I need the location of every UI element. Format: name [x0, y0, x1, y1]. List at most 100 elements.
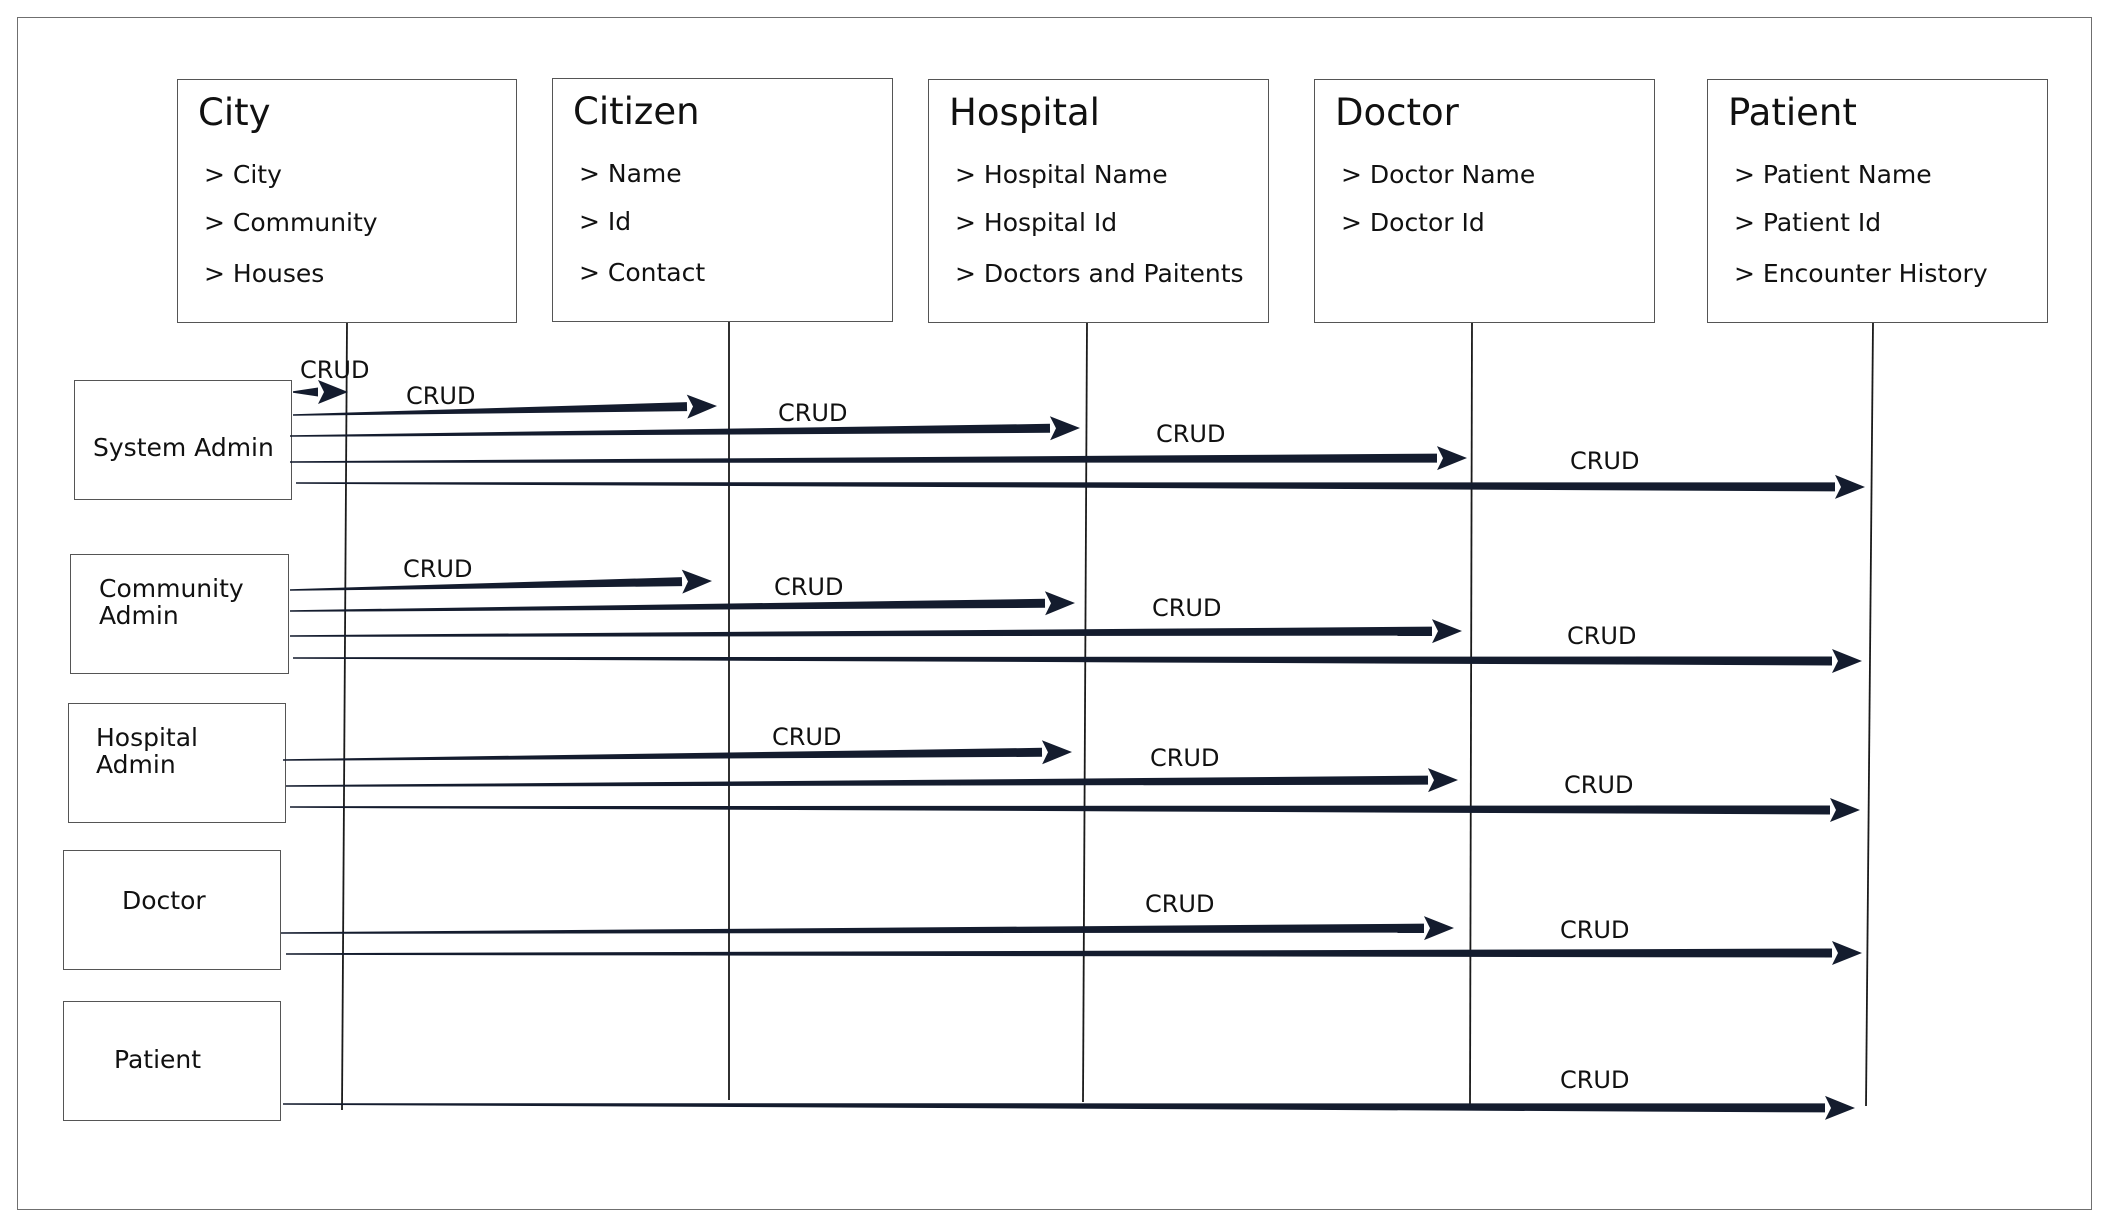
arrowhead [1436, 446, 1467, 471]
entity-attribute: > Doctor Name [1341, 160, 1536, 189]
entity-title: Hospital [949, 91, 1100, 134]
entity-attribute: > Doctor Id [1341, 208, 1485, 237]
message-arrow: CRUD [289, 771, 1860, 822]
message-label: CRUD [1150, 744, 1219, 772]
message-arrow: CRUD [280, 890, 1454, 941]
arrow-shaft [285, 948, 1833, 958]
entity-hospital: Hospital > Hospital Name > Hospital Id >… [928, 79, 1269, 323]
arrowhead [1423, 916, 1454, 941]
actor-label: Community [99, 574, 244, 603]
arrowhead [1044, 591, 1075, 616]
lifelines [341, 322, 1874, 1111]
entity-patient: Patient > Patient Name > Patient Id > En… [1707, 79, 2048, 323]
actor-label: Admin [99, 601, 179, 630]
arrow-shaft [292, 402, 688, 416]
arrowhead [686, 394, 717, 419]
actor-label: Hospital [96, 723, 199, 752]
arrowhead [1049, 416, 1080, 441]
arrow-shaft [285, 775, 1429, 787]
lifeline-city [341, 322, 348, 1111]
actor-system-admin: System Admin [74, 380, 292, 500]
arrowhead [1831, 941, 1862, 966]
entity-attribute: > Patient Name [1734, 160, 1932, 189]
message-label: CRUD [1156, 420, 1225, 448]
message-label: CRUD [406, 382, 475, 410]
arrowhead [1829, 797, 1860, 822]
arrowhead [1831, 648, 1862, 673]
message-arrow: CRUD [289, 399, 1080, 441]
actor-label: System Admin [93, 433, 274, 462]
arrow-shaft [289, 805, 1831, 815]
message-label: CRUD [300, 356, 369, 384]
message-label: CRUD [1570, 447, 1639, 475]
arrowhead [1041, 740, 1072, 765]
message-arrow: CRUD [293, 356, 369, 404]
entity-attribute: > Name [579, 159, 682, 188]
message-label: CRUD [772, 723, 841, 751]
message-arrow: CRUD [289, 594, 1462, 644]
message-arrow: CRUD [282, 1066, 1855, 1120]
entity-attribute: > Community [204, 208, 378, 237]
entity-title: City [198, 91, 271, 134]
entity-doctor: Doctor > Doctor Name > Doctor Id [1314, 79, 1655, 323]
arrow-shaft [289, 423, 1051, 437]
message-label: CRUD [1152, 594, 1221, 622]
entity-city: City > City > Community > Houses [177, 79, 517, 323]
message-arrow: CRUD [285, 744, 1458, 793]
actor-doctor: Doctor [63, 850, 281, 970]
arrow-shaft [289, 598, 1046, 612]
actor-label: Admin [96, 750, 176, 779]
message-label: CRUD [1560, 916, 1629, 944]
message-arrow: CRUD [295, 447, 1865, 499]
actor-label: Patient [114, 1045, 202, 1074]
arrowhead [1824, 1095, 1855, 1120]
arrowhead [318, 380, 348, 404]
arrow-shaft [295, 482, 1836, 492]
lifeline-doctor [1469, 322, 1473, 1105]
arrow-shaft [280, 923, 1425, 934]
entity-title: Patient [1728, 91, 1857, 134]
actor-hospital-admin: Hospital Admin [68, 703, 286, 823]
entity-attribute: > Hospital Id [955, 208, 1118, 237]
entity-attribute: > Houses [204, 259, 325, 288]
message-label: CRUD [778, 399, 847, 427]
actor-community-admin: Community Admin [70, 554, 289, 674]
message-arrow: CRUD [292, 622, 1862, 673]
arrow-shaft [289, 577, 683, 591]
entity-attribute: > Id [579, 207, 632, 236]
entity-title: Doctor [1335, 91, 1459, 134]
message-arrow: CRUD [285, 916, 1862, 966]
arrowhead [681, 569, 712, 594]
message-arrows: CRUD CRUD CRUD CRUD CRUD CRUD CRUD CRUD CRUD CRUD… [280, 356, 1865, 1120]
diagram-frame [17, 17, 2092, 1210]
arrow-shaft [292, 656, 1833, 666]
message-label: CRUD [1567, 622, 1636, 650]
actor-label: Doctor [122, 886, 206, 915]
message-label: CRUD [1564, 771, 1633, 799]
actor-patient: Patient [63, 1001, 281, 1121]
arrow-shaft [289, 453, 1438, 463]
entity-attribute: > Doctors and Paitents [955, 259, 1244, 288]
entity-citizen: Citizen > Name > Id > Contact [552, 78, 893, 322]
entity-attribute: > Encounter History [1734, 259, 1988, 288]
arrow-shaft [289, 626, 1433, 637]
arrowhead [1834, 474, 1865, 499]
message-label: CRUD [1560, 1066, 1629, 1094]
arrowhead [1431, 619, 1462, 644]
arrow-shaft [282, 747, 1043, 761]
lifeline-patient [1865, 322, 1874, 1107]
arrowhead [1427, 768, 1458, 793]
message-arrow: CRUD [289, 420, 1467, 471]
arrow-shaft [293, 387, 318, 397]
entity-title: Citizen [573, 90, 700, 133]
entity-attribute: > Patient Id [1734, 208, 1882, 237]
entity-attribute: > Contact [579, 258, 706, 287]
entity-attribute: > City [204, 160, 282, 189]
message-arrow: CRUD [282, 723, 1072, 765]
message-arrow: CRUD [289, 555, 712, 594]
entity-attribute: > Hospital Name [955, 160, 1168, 189]
lifeline-hospital [1082, 322, 1088, 1103]
message-arrow: CRUD [289, 573, 1075, 616]
message-label: CRUD [774, 573, 843, 601]
